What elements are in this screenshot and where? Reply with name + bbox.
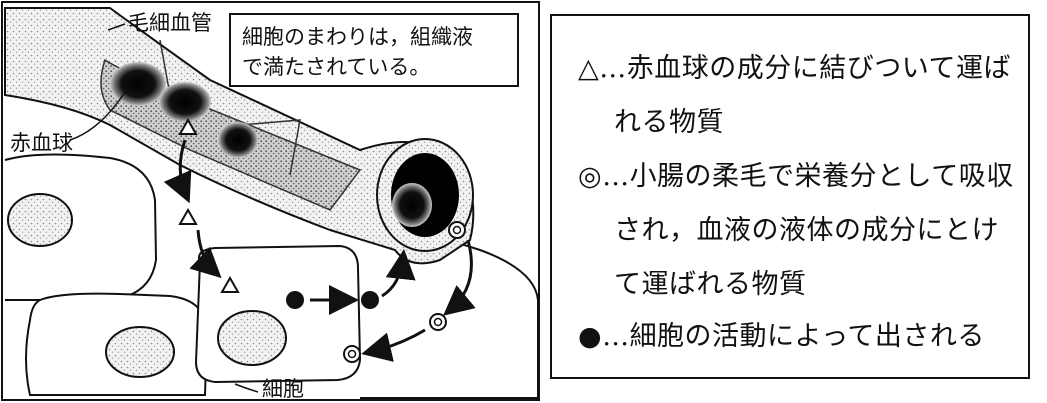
legend-triangle-line1: △…赤血球の成分に結びついて運ば bbox=[578, 52, 1011, 86]
double-circle-marker bbox=[433, 317, 443, 327]
tissue-fluid-note-box bbox=[229, 13, 519, 87]
legend-filled-circle-line1: ●…細胞の活動によって出される bbox=[578, 320, 985, 354]
target-cell bbox=[194, 244, 362, 384]
double-circle-substance bbox=[343, 221, 476, 363]
cell-label: 細胞 bbox=[262, 377, 304, 401]
red-blood-cell-label: 赤血球 bbox=[10, 131, 73, 155]
filled-circle-arrow bbox=[381, 249, 416, 298]
illustration-frame bbox=[1, 1, 540, 401]
triangle-marker bbox=[178, 207, 198, 225]
filled-circle-marker bbox=[286, 291, 304, 309]
red-blood-cell-leader-line bbox=[69, 91, 126, 141]
tissue-fluid-note-line2: で満たされている。 bbox=[242, 55, 430, 79]
filled-circle-legend-symbol: ● bbox=[578, 321, 603, 352]
tissue-cell-left bbox=[4, 153, 158, 301]
target-cell-nucleus bbox=[217, 310, 287, 366]
legend-text: …細胞の活動によって出される bbox=[602, 321, 985, 352]
red-blood-cell bbox=[392, 183, 432, 227]
red-blood-cell bbox=[159, 82, 211, 122]
capillary-leader-line bbox=[107, 23, 126, 31]
double-circle-marker bbox=[347, 349, 357, 359]
capillary-vessel bbox=[4, 7, 475, 265]
triangle-arrow bbox=[189, 229, 222, 279]
red-blood-cell bbox=[218, 122, 258, 158]
tissue-cells bbox=[4, 153, 539, 399]
vessel-endothelial-boundary bbox=[159, 39, 171, 96]
nucleus-bottom-left bbox=[105, 326, 175, 378]
filled-circle-substance bbox=[286, 249, 416, 315]
double-circle-legend-symbol: ◎ bbox=[578, 161, 603, 192]
double-circle-marker bbox=[452, 225, 462, 235]
triangle-marker bbox=[178, 117, 198, 135]
triangle-marker bbox=[220, 275, 240, 293]
triangle-legend-symbol: △ bbox=[578, 53, 600, 84]
nucleus-left bbox=[7, 193, 73, 247]
legend-double-circle-line2: され，血液の液体の成分にとけ bbox=[614, 215, 999, 246]
double-circle-arrow bbox=[443, 239, 476, 316]
red-blood-cell bbox=[110, 62, 166, 106]
legend-text: …小腸の柔毛で栄養分として吸収 bbox=[602, 161, 1014, 192]
tissue-fluid-note: 細胞のまわりは，組織液 で満たされている。 bbox=[229, 13, 519, 87]
legend-triangle-line2: れる物質 bbox=[614, 107, 724, 138]
legend-box: △…赤血球の成分に結びついて運ば れる物質 ◎…小腸の柔毛で栄養分として吸収 さ… bbox=[550, 14, 1030, 379]
legend-double-circle-line1: ◎…小腸の柔毛で栄養分として吸収 bbox=[578, 160, 1014, 194]
vessel-endothelial-boundary bbox=[239, 119, 301, 176]
tissue-fluid-note-line1: 細胞のまわりは，組織液 bbox=[242, 25, 473, 49]
legend-double-circle-line3: て運ばれる物質 bbox=[614, 269, 807, 300]
legend-text: …赤血球の成分に結びついて運ば bbox=[599, 53, 1011, 84]
leader-lines bbox=[69, 23, 259, 393]
cell-leader-line bbox=[234, 383, 259, 393]
triangle-substance bbox=[163, 117, 240, 293]
double-circle-arrow bbox=[361, 328, 426, 362]
triangle-arrow bbox=[163, 139, 192, 204]
filled-circle-marker bbox=[361, 291, 379, 309]
capillary-label: 毛細血管 bbox=[128, 11, 212, 35]
